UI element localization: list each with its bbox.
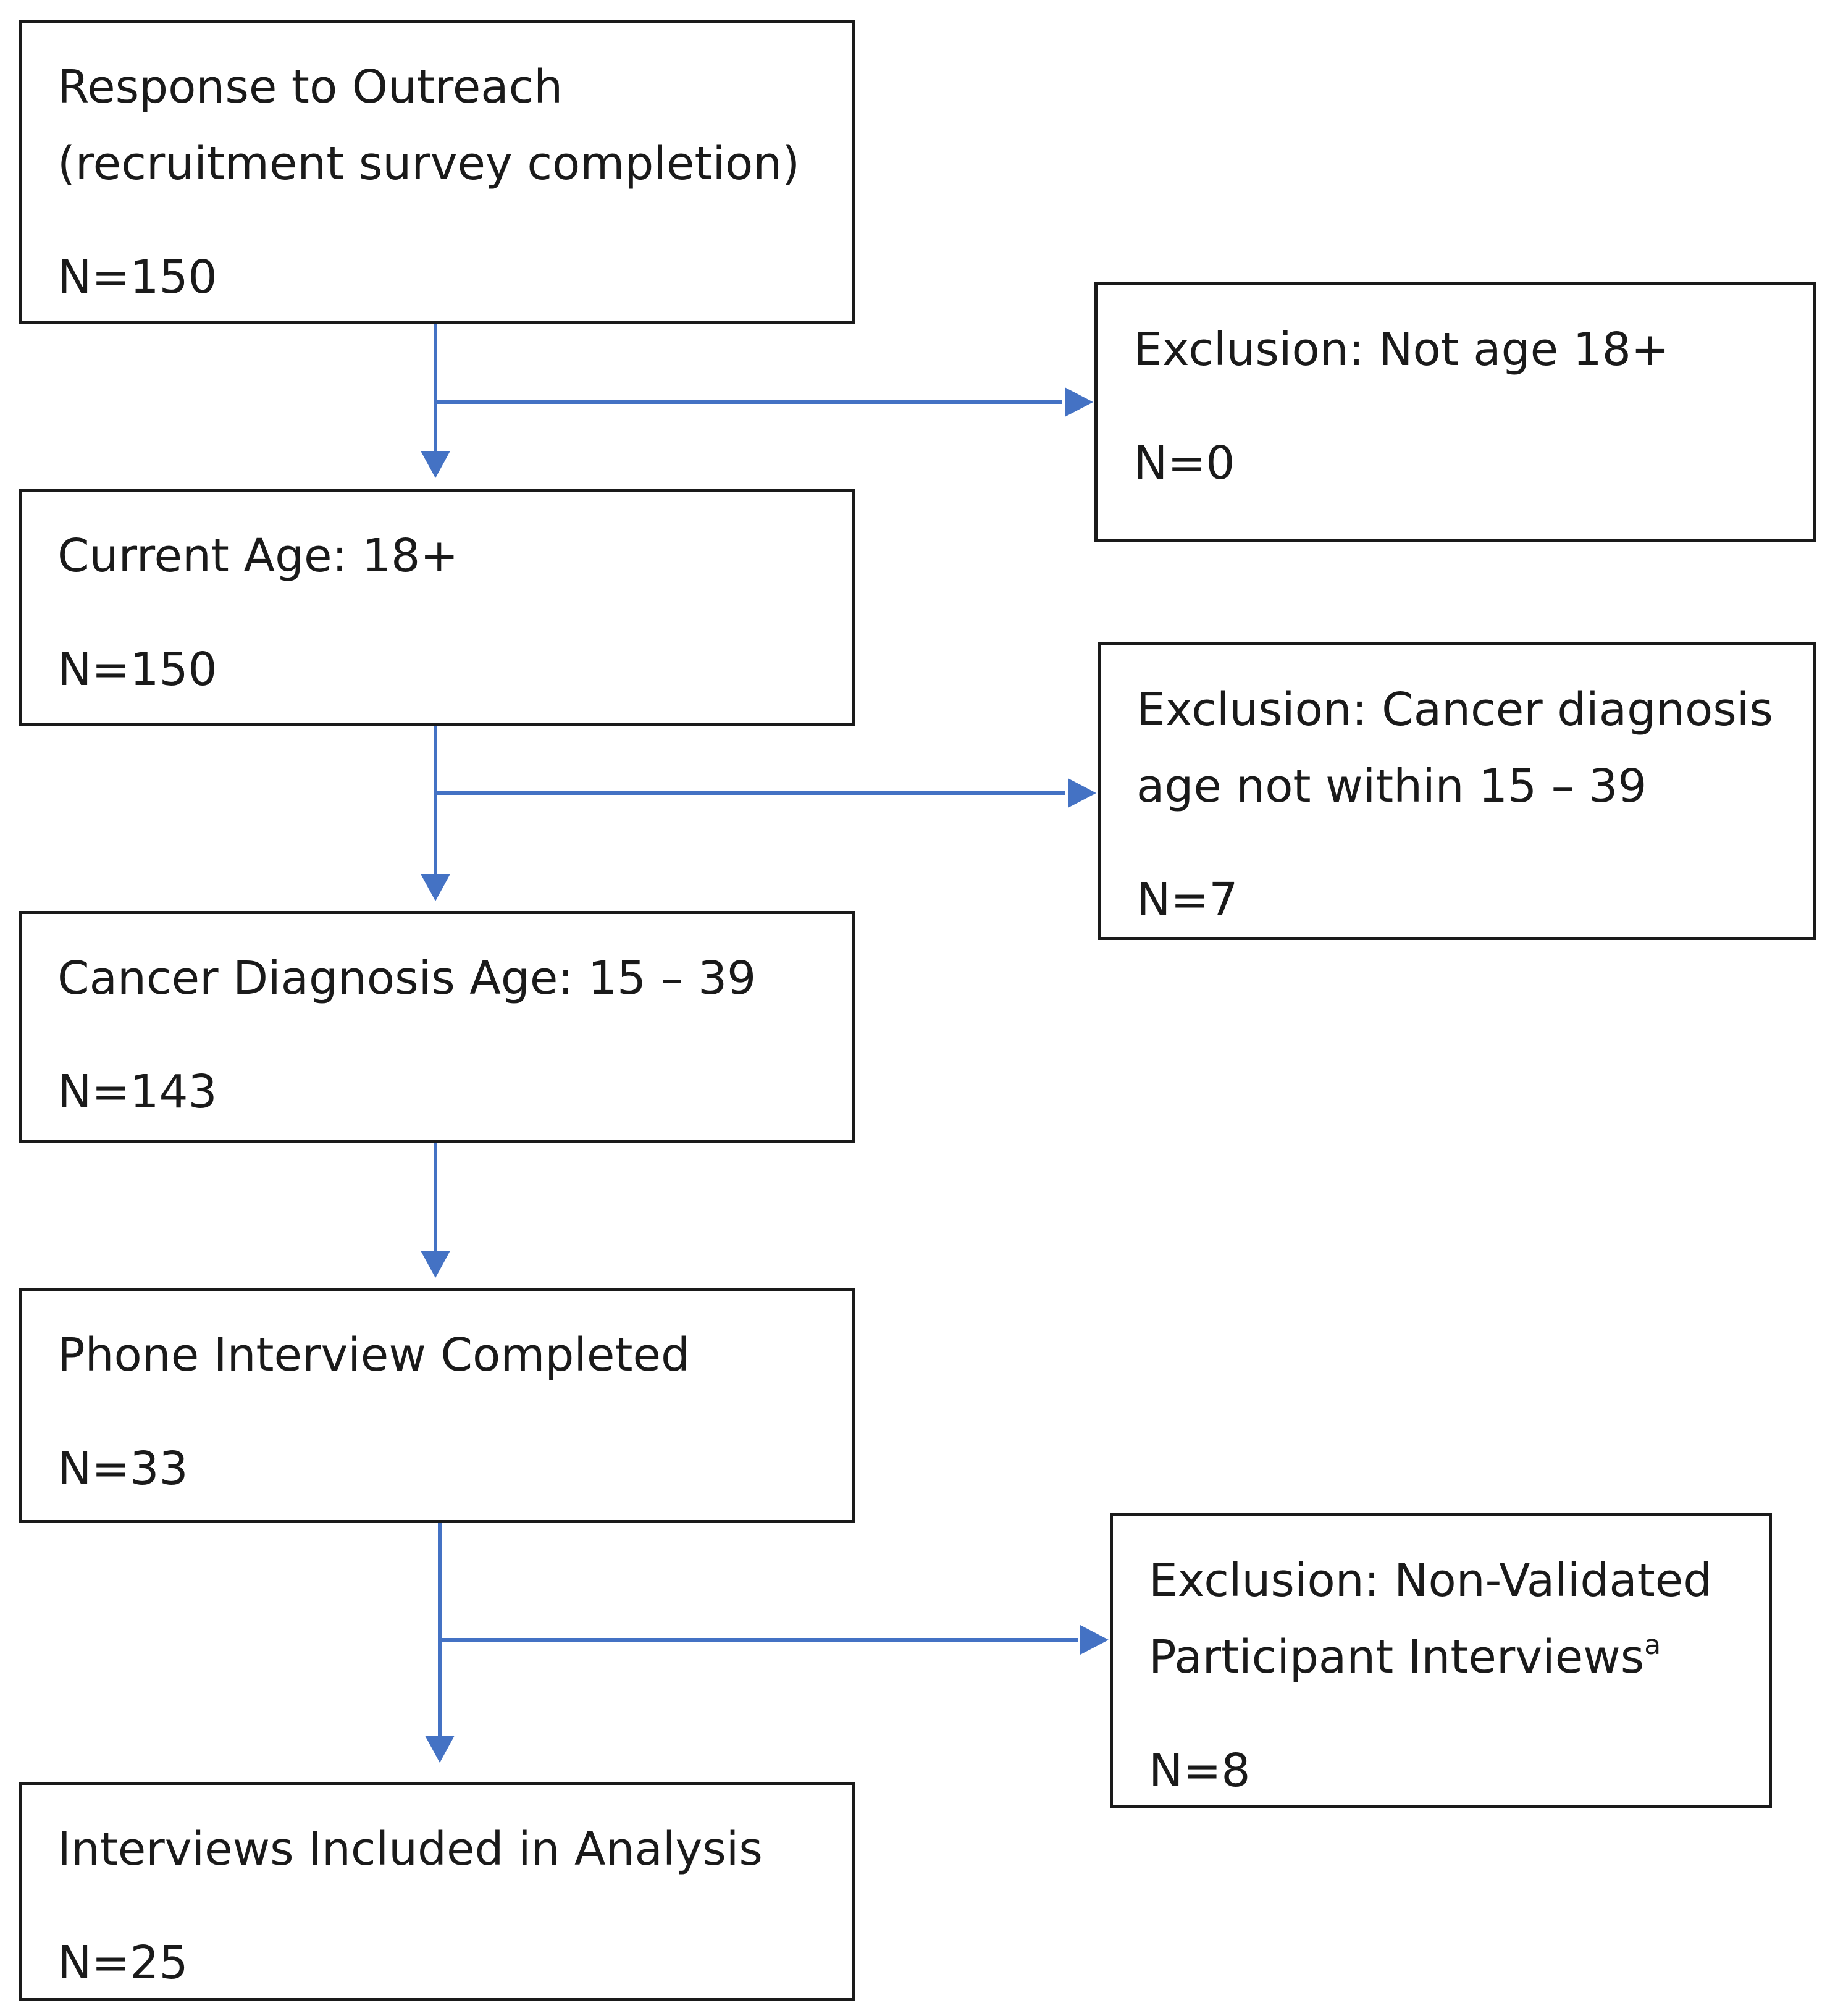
box-exclusion-diagnosis-age: Exclusion: Cancer diagnosis age not with…	[1098, 642, 1816, 940]
box-exclusion-non-validated-subtitle: Participant Interviews	[1149, 1631, 1645, 1684]
arrowhead-right-non-validated	[1080, 1625, 1109, 1655]
box-exclusion-diagnosis-title: Exclusion: Cancer diagnosis	[1136, 683, 1773, 736]
box-exclusion-non-validated: Exclusion: Non-Validated Participant Int…	[1110, 1513, 1772, 1808]
footnote-marker: a	[1644, 1629, 1661, 1661]
arrowhead-right-not-age	[1065, 387, 1093, 417]
box-exclusion-not-age: Exclusion: Not age 18+ N=0	[1094, 282, 1816, 542]
box-phone-title: Phone Interview Completed	[57, 1329, 690, 1382]
arrowhead-down-age	[421, 451, 450, 478]
box-current-age: Current Age: 18+ N=150	[19, 489, 855, 726]
box-exclusion-non-validated-subtitle-line: Participant Interviewsa	[1149, 1619, 1769, 1695]
box-exclusion-not-age-title: Exclusion: Not age 18+	[1133, 323, 1669, 376]
box-exclusion-non-validated-count: N=8	[1149, 1744, 1251, 1797]
box-analysis-count: N=25	[57, 1936, 188, 1989]
box-age-title: Current Age: 18+	[57, 529, 459, 582]
box-response-to-outreach: Response to Outreach (recruitment survey…	[19, 20, 855, 324]
arrowhead-down-phone	[421, 1251, 450, 1278]
box-exclusion-diagnosis-count: N=7	[1136, 873, 1238, 926]
arrowhead-down-diagnosis	[421, 874, 450, 901]
box-response-subtitle: (recruitment survey completion)	[57, 137, 800, 190]
box-response-count: N=150	[57, 251, 217, 304]
box-response-title: Response to Outreach	[57, 61, 563, 114]
box-phone-interview: Phone Interview Completed N=33	[19, 1288, 855, 1523]
box-exclusion-non-validated-title: Exclusion: Non-Validated	[1149, 1554, 1713, 1607]
box-cancer-diagnosis-age: Cancer Diagnosis Age: 15 – 39 N=143	[19, 911, 855, 1143]
box-analysis-title: Interviews Included in Analysis	[57, 1823, 763, 1876]
box-phone-count: N=33	[57, 1442, 188, 1495]
arrowhead-right-diagnosis-age	[1068, 778, 1096, 808]
box-age-count: N=150	[57, 643, 217, 696]
arrowhead-down-analysis	[425, 1736, 455, 1763]
box-interviews-included: Interviews Included in Analysis N=25	[19, 1782, 855, 2001]
box-diagnosis-count: N=143	[57, 1065, 217, 1119]
box-exclusion-diagnosis-subtitle: age not within 15 – 39	[1136, 760, 1647, 813]
box-exclusion-not-age-count: N=0	[1133, 437, 1235, 490]
box-diagnosis-title: Cancer Diagnosis Age: 15 – 39	[57, 952, 757, 1005]
